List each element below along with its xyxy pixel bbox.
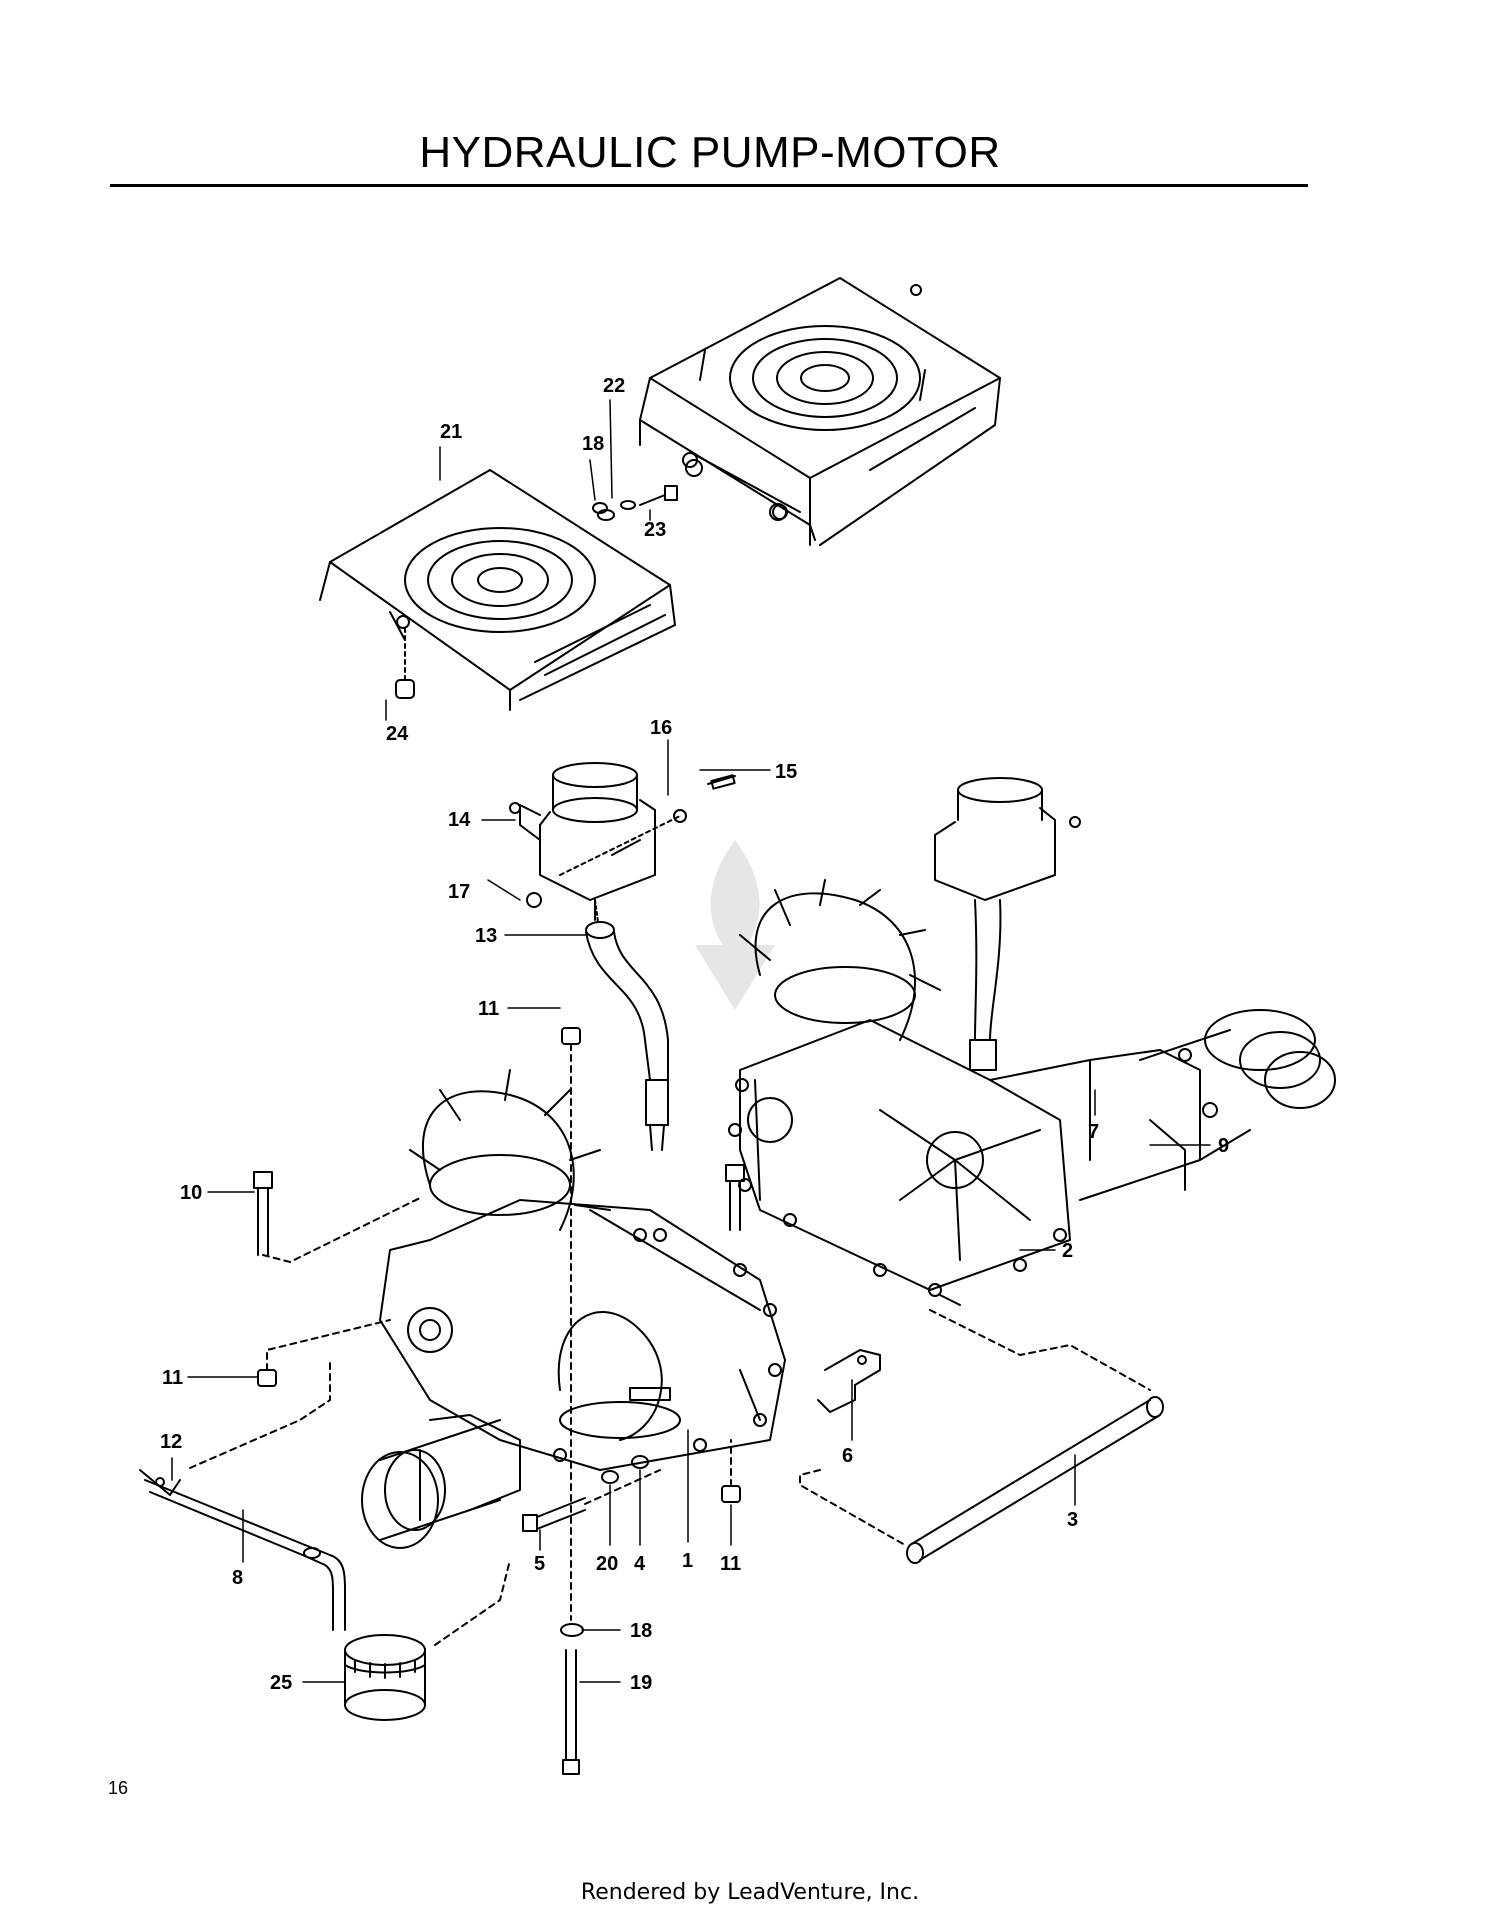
- callout-c7: 7: [1088, 1121, 1099, 1143]
- callout-c1: 1: [682, 1550, 693, 1572]
- callout-c4: 4: [634, 1553, 646, 1575]
- title-rule: [110, 184, 1308, 187]
- callout-c19: 19: [630, 1672, 652, 1694]
- hydraulic-hose: [585, 899, 669, 1151]
- bracket: [817, 1349, 881, 1413]
- callout-c13: 13: [475, 925, 497, 947]
- callout-c10: 10: [180, 1182, 202, 1204]
- watermark-logo: [695, 840, 775, 1010]
- callout-c23: 23: [644, 519, 666, 541]
- transaxle-left: [361, 1069, 786, 1549]
- callout-c11c: 11: [720, 1553, 741, 1575]
- callout-c24: 24: [386, 723, 409, 745]
- callout-c22: 22: [603, 375, 625, 397]
- transaxle-right: [728, 777, 1336, 1306]
- bolt-10: [253, 1171, 421, 1263]
- callout-c5: 5: [534, 1553, 545, 1575]
- callout-c25: 25: [270, 1672, 292, 1694]
- footer-credit: Rendered by LeadVenture, Inc.: [580, 1880, 920, 1905]
- callout-c11b: 11: [162, 1367, 183, 1389]
- reservoir-fasteners: [526, 774, 736, 908]
- washer-18-upper: [592, 502, 608, 514]
- callout-c2: 2: [1062, 1240, 1073, 1262]
- bolt-5: [522, 1469, 661, 1532]
- callout-c18a: 18: [582, 433, 604, 455]
- washer-4: [631, 1455, 649, 1469]
- callout-c11a: 11: [478, 998, 499, 1020]
- callout-c12: 12: [160, 1431, 182, 1453]
- tube: [799, 1309, 1164, 1564]
- callout-c9: 9: [1218, 1135, 1229, 1157]
- fan-shroud-left: [319, 469, 676, 711]
- bolt-right: [725, 1164, 745, 1231]
- callout-c16: 16: [650, 717, 672, 739]
- page-title: HYDRAULIC PUMP-MOTOR: [419, 128, 1001, 177]
- callout-c3: 3: [1067, 1509, 1078, 1531]
- oil-reservoir-left: [509, 762, 656, 921]
- oil-filter: [344, 1559, 511, 1721]
- breather-tube: [139, 1359, 346, 1631]
- callout-c18b: 18: [630, 1620, 652, 1642]
- callout-c20: 20: [596, 1553, 618, 1575]
- washer-20: [601, 1470, 619, 1484]
- callout-c17: 17: [448, 881, 470, 903]
- leader-lines: [171, 399, 1211, 1683]
- nut-11-lower: [721, 1439, 741, 1503]
- callout-c21: 21: [440, 421, 462, 443]
- nut-11-upper: [561, 1027, 581, 1621]
- callout-c14: 14: [448, 809, 471, 831]
- bolt-19: [562, 1649, 580, 1775]
- page-number: 16: [108, 1778, 129, 1798]
- callout-c8: 8: [232, 1567, 243, 1589]
- callout-c15: 15: [775, 761, 797, 783]
- nut-11-middle: [257, 1319, 391, 1387]
- callout-c6: 6: [842, 1445, 853, 1467]
